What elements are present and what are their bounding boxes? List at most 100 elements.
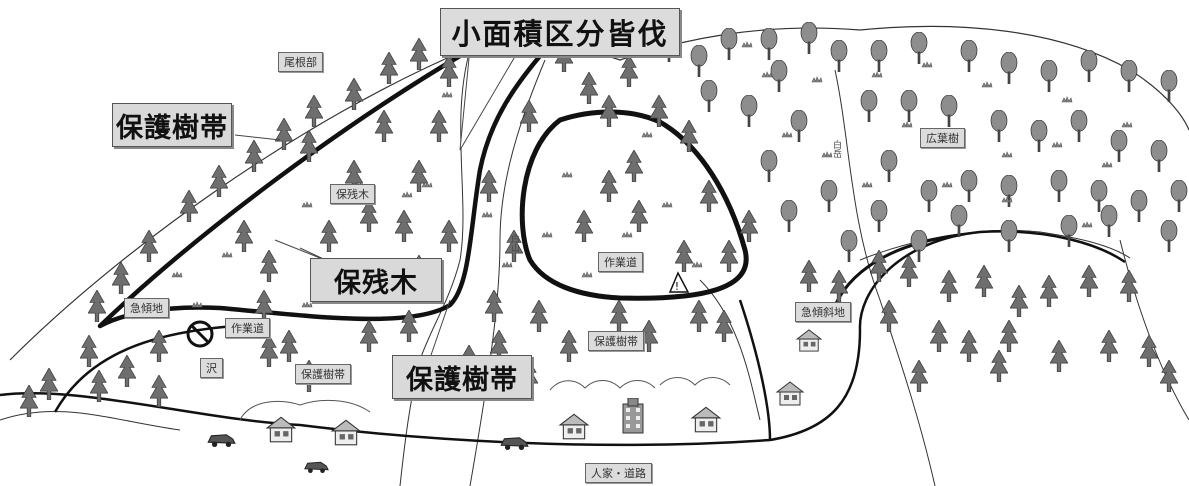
broadleaf-tree xyxy=(1160,70,1178,102)
broadleaf-tree xyxy=(780,200,798,232)
stump-mark xyxy=(441,91,453,98)
conifer-tree xyxy=(610,300,628,332)
stream-label-b: 白岳 xyxy=(831,140,841,158)
conifer-tree xyxy=(150,330,168,362)
stump-mark xyxy=(401,191,413,198)
stump-mark xyxy=(811,76,823,83)
conifer-tree xyxy=(210,165,228,197)
conifer-tree xyxy=(1080,265,1098,297)
conifer-tree xyxy=(118,355,136,387)
stump-mark xyxy=(641,131,653,138)
broadleaf-tree xyxy=(1060,215,1078,247)
stump-mark xyxy=(901,121,913,128)
stump-mark xyxy=(741,41,753,48)
stump-mark xyxy=(481,211,493,218)
stump-mark xyxy=(981,81,993,88)
conifer-tree xyxy=(580,72,598,104)
stump-mark xyxy=(921,61,933,68)
tag-work-road-left: 作業道 xyxy=(225,318,270,338)
stump-mark xyxy=(1061,96,1073,103)
conifer-tree xyxy=(1160,360,1178,392)
conifer-tree xyxy=(1040,275,1058,307)
conifer-tree xyxy=(360,320,378,352)
conifer-tree xyxy=(620,55,638,87)
conifer-tree xyxy=(480,170,498,202)
stump-mark xyxy=(171,271,183,278)
tag-houses-road: 人家・道路 xyxy=(585,463,652,483)
conifer-tree xyxy=(520,100,538,132)
stump-mark xyxy=(191,301,203,308)
broadleaf-tree xyxy=(1150,140,1168,172)
conifer-tree xyxy=(345,78,363,110)
broadleaf-tree xyxy=(790,110,808,142)
broadleaf-tree xyxy=(900,90,918,122)
tag-ridge: 尾根部 xyxy=(278,52,323,72)
conifer-tree xyxy=(150,375,168,407)
conifer-tree xyxy=(375,110,393,142)
house-icon xyxy=(559,413,589,440)
stump-mark xyxy=(301,201,313,208)
broadleaf-tree xyxy=(870,200,888,232)
broadleaf-tree xyxy=(1080,50,1098,82)
stump-mark xyxy=(661,201,673,208)
conifer-tree xyxy=(1010,285,1028,317)
conifer-tree xyxy=(380,52,398,84)
callout-protection-lower: 保護樹帯 xyxy=(392,355,532,399)
house-icon xyxy=(266,416,296,443)
broadleaf-tree xyxy=(1030,120,1048,152)
broadleaf-tree xyxy=(960,40,978,72)
broadleaf-tree xyxy=(920,180,938,212)
title-text: 小面積区分皆伐 xyxy=(451,17,669,51)
house-icon xyxy=(776,381,804,406)
broadleaf-tree xyxy=(1070,110,1088,142)
conifer-tree xyxy=(930,320,948,352)
tag-river: 沢 xyxy=(200,358,223,378)
broadleaf-tree xyxy=(910,32,928,64)
stump-mark xyxy=(581,271,593,278)
conifer-tree xyxy=(80,335,98,367)
conifer-tree xyxy=(690,300,708,332)
stump-mark xyxy=(221,251,233,258)
house-icon xyxy=(331,419,361,446)
stream-label-a: 白山 xyxy=(509,234,519,252)
tag-slope-right: 急傾斜地 xyxy=(795,302,851,322)
no-entry-icon xyxy=(186,320,214,348)
broadleaf-tree xyxy=(690,45,708,77)
stump-mark xyxy=(761,71,773,78)
broadleaf-tree xyxy=(1110,130,1128,162)
conifer-tree xyxy=(940,270,958,302)
stump-mark xyxy=(1001,151,1013,158)
conifer-tree xyxy=(88,290,106,322)
conifer-tree xyxy=(990,350,1008,382)
conifer-tree xyxy=(530,300,548,332)
stump-mark xyxy=(1001,196,1013,203)
stump-mark xyxy=(1051,141,1063,148)
broadleaf-tree xyxy=(720,28,738,60)
conifer-tree xyxy=(440,220,458,252)
conifer-tree xyxy=(675,240,693,272)
callout-text: 保残木 xyxy=(334,267,418,299)
conifer-tree xyxy=(245,140,263,172)
conifer-tree xyxy=(975,265,993,297)
conifer-tree xyxy=(430,110,448,142)
broadleaf-tree xyxy=(940,95,958,127)
conifer-tree xyxy=(395,210,413,242)
stump-mark xyxy=(621,231,633,238)
conifer-tree xyxy=(575,210,593,242)
conifer-tree xyxy=(600,170,618,202)
conifer-tree xyxy=(305,95,323,127)
stump-mark xyxy=(871,71,883,78)
conifer-tree xyxy=(275,118,293,150)
stump-mark xyxy=(1081,221,1093,228)
broadleaf-tree xyxy=(1100,205,1118,237)
conifer-tree xyxy=(720,240,738,272)
conifer-tree xyxy=(880,300,898,332)
broadleaf-tree xyxy=(1170,180,1188,212)
conifer-tree xyxy=(410,38,428,70)
svg-text:!: ! xyxy=(675,280,679,293)
broadleaf-tree xyxy=(990,110,1008,142)
conifer-tree xyxy=(260,335,278,367)
conifer-tree xyxy=(260,250,278,282)
